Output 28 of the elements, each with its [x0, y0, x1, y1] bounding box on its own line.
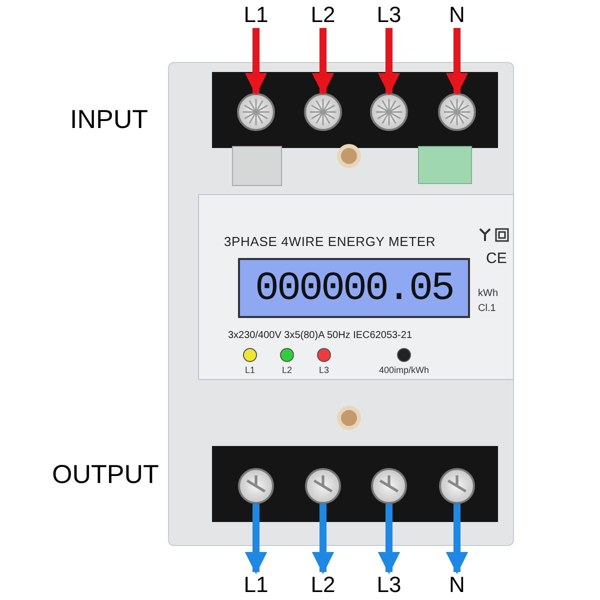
meter-title: 3PHASE 4WIRE ENERGY METER: [224, 233, 437, 250]
phase-label: N: [437, 2, 477, 28]
wire-arrow: [378, 28, 400, 96]
wire-arrow: [446, 28, 468, 96]
pulse-rate-label: 400imp/kWh: [378, 364, 430, 376]
section-label: OUTPUT: [52, 458, 160, 489]
phase-label: N: [437, 572, 477, 598]
wire-arrow: [244, 504, 268, 574]
wire-arrow: [312, 28, 334, 96]
class-label: Cl.1: [478, 302, 497, 315]
led-label: L3: [318, 364, 330, 376]
led-label: L2: [280, 364, 293, 376]
phase-label: L3: [369, 2, 409, 28]
lcd-display: 000000.05: [238, 258, 470, 318]
rating-text: 3x230/400V 3x5(80)A 50Hz IEC62053-21: [228, 329, 414, 342]
phase-label: L3: [369, 572, 409, 598]
phase-label: L2: [303, 572, 343, 598]
section-label: INPUT: [70, 103, 149, 134]
certification-mark: CE: [486, 249, 508, 268]
unit-label: kWh: [478, 287, 499, 300]
wire-arrow: [312, 504, 334, 574]
wire-arrow: [244, 28, 268, 96]
wire-arrow: [378, 504, 400, 574]
phase-label: L1: [236, 572, 276, 598]
phase-label: L2: [303, 2, 343, 28]
wire-arrow: [446, 504, 468, 574]
led-label: L1: [244, 364, 256, 376]
phase-label: L1: [236, 2, 276, 28]
